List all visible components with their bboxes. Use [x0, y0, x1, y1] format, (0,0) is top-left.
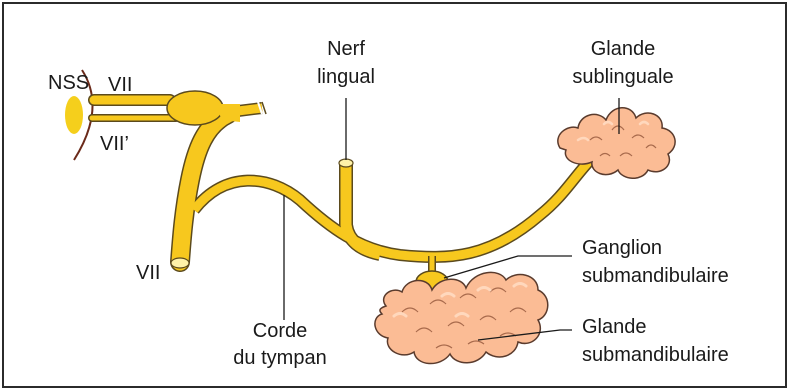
label-nerf-lingual-1: Nerf — [327, 38, 365, 60]
submandibular-gland — [375, 272, 548, 363]
label-nss: NSS — [48, 72, 89, 94]
label-glande-submandibulaire-1: Glande — [582, 316, 647, 338]
label-vii-prime: VII’ — [100, 133, 129, 155]
sublingual-gland — [558, 108, 675, 179]
label-glande-sublinguale-1: Glande — [591, 38, 656, 60]
label-nerf-lingual-2: lingual — [317, 66, 375, 88]
label-vii-top: VII — [108, 74, 132, 96]
label-corde-1: Corde — [253, 320, 307, 342]
label-glande-sublinguale-2: sublinguale — [572, 66, 673, 88]
label-glande-submandibulaire-2: submandibulaire — [582, 344, 729, 366]
label-vii-bottom: VII — [136, 262, 160, 284]
label-ganglion-1: Ganglion — [582, 237, 662, 259]
label-ganglion-2: submandibulaire — [582, 265, 729, 287]
label-corde-2: du tympan — [233, 347, 326, 369]
nss-nucleus — [65, 96, 83, 134]
